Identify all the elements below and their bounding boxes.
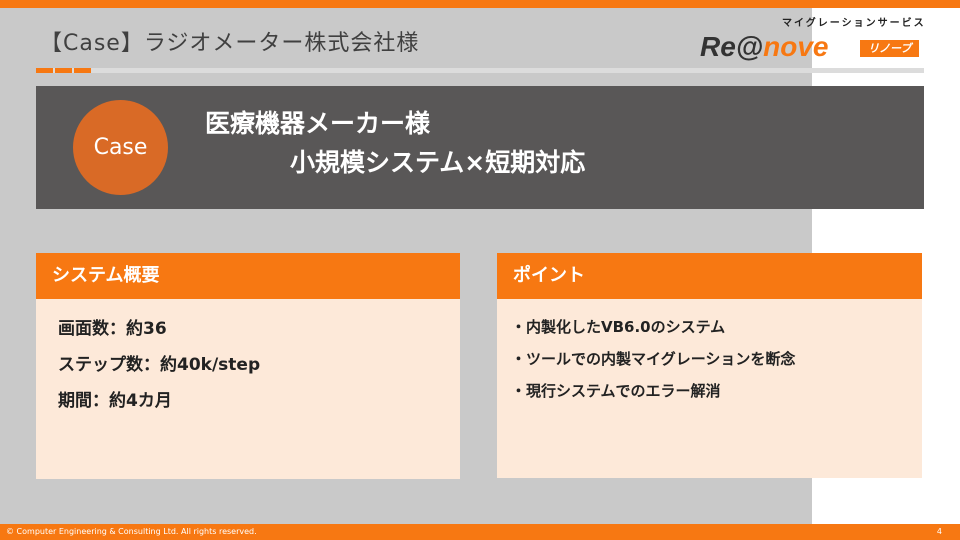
point-item: ・内製化したVB6.0のシステム — [511, 318, 726, 336]
overview-item: 期間：約4カ月 — [58, 391, 172, 411]
copyright: © Computer Engineering & Consulting Ltd.… — [6, 527, 257, 536]
footer: © Computer Engineering & Consulting Ltd.… — [0, 524, 960, 540]
page-title: 【Case】ラジオメーター株式会社様 — [40, 31, 420, 56]
banner-line2: 小規模システム×短期対応 — [290, 148, 586, 177]
underline-accent — [74, 68, 91, 73]
logo-subtitle: マイグレーションサービス — [782, 18, 926, 29]
logo-name-a: Re@ — [700, 31, 764, 62]
point-item: ・現行システムでのエラー解消 — [511, 382, 721, 400]
points-card: ポイント ・内製化したVB6.0のシステム ・ツールでの内製マイグレーションを断… — [497, 253, 922, 478]
logo-tag: リノーブ — [860, 40, 920, 57]
overview-item: ステップ数：約40k/step — [58, 355, 261, 375]
card-title: ポイント — [497, 253, 922, 299]
logo-wordmark: Re@nove — [700, 32, 828, 62]
point-item: ・ツールでの内製マイグレーションを断念 — [511, 350, 796, 368]
underline-accent — [55, 68, 72, 73]
title-underline — [36, 68, 924, 73]
logo-name-b: nove — [763, 31, 829, 62]
system-overview-card: システム概要 画面数：約36 ステップ数：約40k/step 期間：約4カ月 — [36, 253, 460, 479]
card-title: システム概要 — [36, 253, 460, 299]
case-badge: Case — [73, 100, 168, 195]
banner-line1: 医療機器メーカー様 — [205, 109, 431, 138]
renove-logo: マイグレーションサービス Re@nove リノーブ — [700, 18, 924, 64]
case-banner — [36, 86, 924, 209]
overview-item: 画面数：約36 — [58, 319, 167, 339]
underline-accent — [36, 68, 53, 73]
top-accent-bar — [0, 0, 960, 8]
page-number: 4 — [936, 527, 942, 536]
